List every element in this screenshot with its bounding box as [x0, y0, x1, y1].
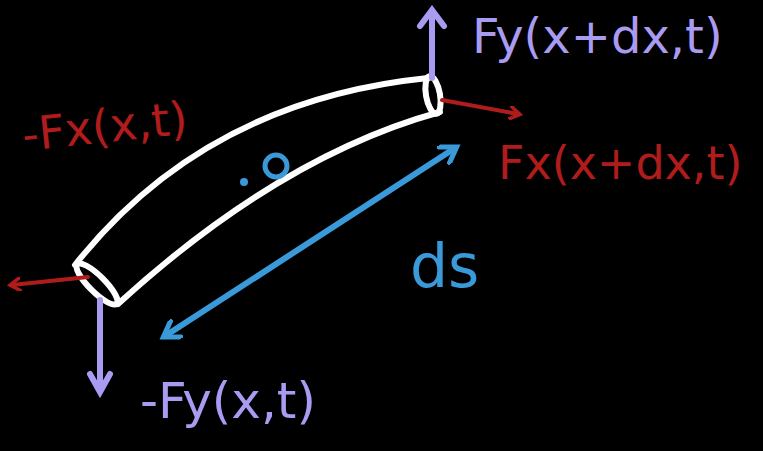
force-arrow: [12, 277, 88, 285]
length-label: ds: [410, 236, 479, 296]
force-label: -Fy(x,t): [140, 376, 316, 426]
force-label: -Fx(x,t): [20, 95, 190, 158]
force-arrow: [442, 100, 518, 114]
arrowhead: [420, 10, 444, 26]
force-label: Fy(x+dx,t): [472, 12, 723, 60]
arrowhead: [90, 374, 110, 392]
force-label: Fx(x+dx,t): [498, 140, 742, 186]
force-arrow: [429, 14, 435, 78]
center-dot: [240, 178, 248, 186]
force-arrow: [97, 300, 103, 386]
center-mark: [265, 155, 287, 177]
